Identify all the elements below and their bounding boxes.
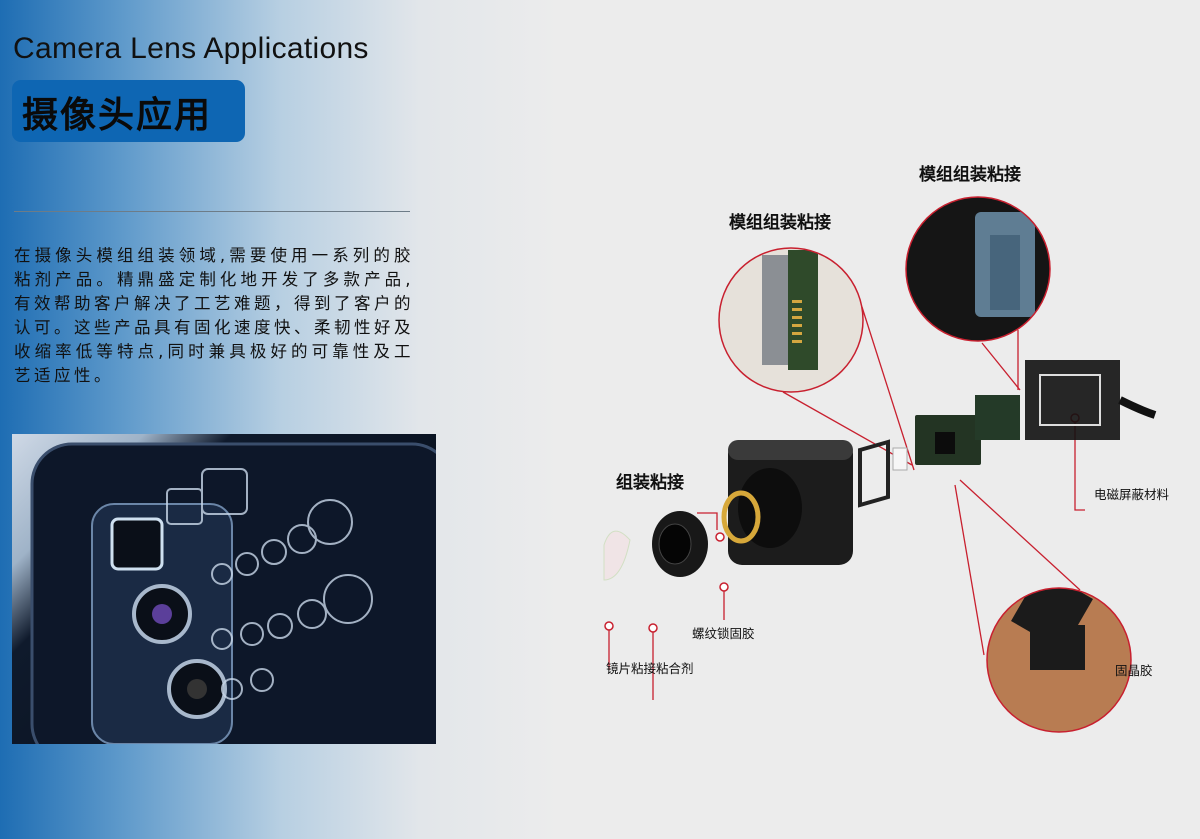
label-emi-shielding: 电磁屏蔽材料 — [1094, 487, 1170, 502]
callout-magnifier-pcb — [718, 247, 864, 393]
callout-magnifier-chip — [986, 587, 1132, 733]
callout-magnifier-housing — [905, 196, 1051, 342]
label-die-attach: 固晶胶 — [1115, 663, 1153, 678]
page-title-chinese: 摄像头应用 — [12, 80, 245, 142]
label-module-bonding-left: 模组组装粘接 — [729, 213, 831, 233]
divider — [14, 211, 410, 212]
label-lens-bonding: 镜片粘接粘合剂 — [606, 661, 694, 676]
phone-camera-image — [12, 434, 436, 744]
page-title-english: Camera Lens Applications — [13, 32, 369, 65]
description-text: 在摄像头模组组装领域,需要使用一系列的胶粘剂产品。精鼎盛定制化地开发了多款产品,… — [14, 246, 414, 385]
label-assembly-bonding: 组装粘接 — [616, 473, 684, 493]
label-module-bonding-top: 模组组装粘接 — [919, 165, 1021, 185]
label-thread-locking: 螺纹锁固胶 — [692, 626, 755, 641]
